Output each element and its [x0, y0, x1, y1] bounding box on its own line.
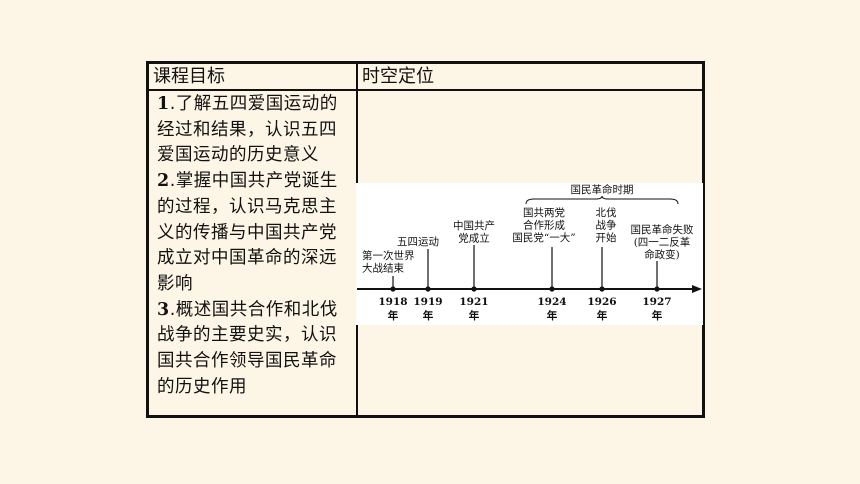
- goal-item: 2.掌握中国共产党诞生的过程，认识马克思主义的传播与中国共产党成立对中国革命的深…: [157, 169, 352, 298]
- event-label: 第一次世界: [362, 249, 415, 262]
- event-year-unit: 年: [469, 309, 480, 322]
- event-year-unit: 年: [652, 309, 663, 322]
- event-label: 国民党“一大”: [512, 231, 575, 244]
- event-label: 党成立: [458, 232, 490, 245]
- goal-text: .了解五四爱国运动的经过和结果，认识五四爱国运动的历史意义: [157, 94, 338, 166]
- event-year-unit: 年: [423, 309, 434, 322]
- event-label: 合作形成: [523, 219, 565, 232]
- goal-number: 1: [157, 94, 170, 114]
- event-year: 1924: [537, 296, 566, 308]
- goal-text: .掌握中国共产党诞生的过程，认识马克思主义的传播与中国共产党成立对中国革命的深远…: [157, 171, 338, 294]
- goal-text: .概述国共合作和北伐战争的主要史实，认识国共合作领导国民革命的历史作用: [157, 299, 338, 397]
- period-brace: [525, 195, 679, 205]
- event-label: 中国共产: [453, 219, 495, 232]
- event-year: 1926: [587, 296, 616, 308]
- event-label: 大战结束: [362, 262, 404, 275]
- event-dot: [471, 286, 477, 292]
- goals-list: 1.了解五四爱国运动的经过和结果，认识五四爱国运动的历史意义 2.掌握中国共产党…: [157, 92, 352, 400]
- event-year-unit: 年: [597, 309, 608, 322]
- event-dot: [425, 286, 431, 292]
- period-label: 国民革命时期: [571, 183, 634, 196]
- event-year: 1921: [459, 296, 488, 308]
- event-label: 国共两党: [523, 206, 565, 219]
- event-label: (四一二反革: [634, 236, 691, 249]
- timeline-events: 第一次世界大战结束1918年五四运动1919年中国共产党成立1921年国共两党合…: [362, 206, 694, 322]
- event-label: 国民革命失败: [631, 223, 694, 236]
- goal-number: 2: [157, 171, 170, 192]
- goal-item: 3.概述国共合作和北伐战争的主要史实，认识国共合作领导国民革命的历史作用: [157, 298, 352, 401]
- timeline-svg: 国民革命时期 第一次世界大战结束1918年五四运动1919年中国共产党成立192…: [357, 183, 702, 322]
- event-year-unit: 年: [547, 309, 558, 322]
- event-label: 五四运动: [397, 236, 439, 248]
- event-year: 1927: [642, 296, 671, 308]
- goal-number: 3: [157, 299, 170, 320]
- header-divider: [149, 89, 702, 91]
- event-year-unit: 年: [388, 309, 399, 322]
- event-label: 战争: [596, 219, 617, 232]
- event-label: 开始: [596, 231, 617, 244]
- event-year: 1918: [378, 296, 407, 308]
- event-dot: [390, 286, 396, 292]
- goal-item: 1.了解五四爱国运动的经过和结果，认识五四爱国运动的历史意义: [157, 92, 352, 169]
- event-year: 1919: [413, 296, 442, 308]
- header-time-space: 时空定位: [362, 66, 434, 87]
- axis-arrow: [692, 285, 702, 293]
- event-dot: [549, 286, 555, 292]
- event-dot: [654, 286, 660, 292]
- event-label: 命政变): [644, 248, 680, 261]
- event-label: 北伐: [596, 207, 617, 219]
- header-course-goals: 课程目标: [153, 66, 225, 87]
- event-dot: [599, 286, 605, 292]
